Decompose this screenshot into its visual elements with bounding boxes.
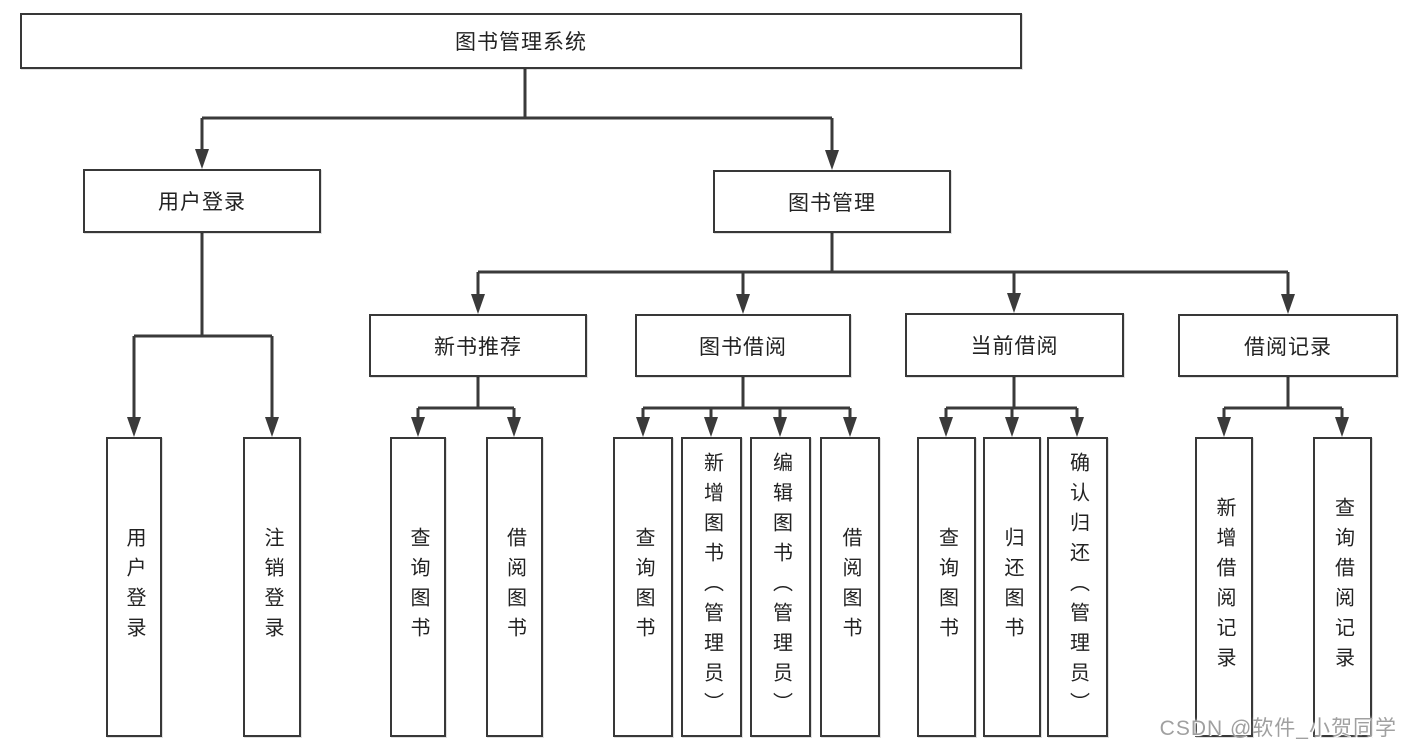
node-root: 图书管理系统 <box>20 13 1022 69</box>
node-book-borrow-label: 图书借阅 <box>699 335 787 359</box>
leaf-cb-return-books: 归还图书 <box>983 437 1041 737</box>
node-root-label: 图书管理系统 <box>455 31 587 54</box>
node-user-login-label: 用户登录 <box>158 191 246 214</box>
node-book-management: 图书管理 <box>713 170 951 233</box>
watermark: CSDN @软件_小贺同学 <box>1159 717 1397 740</box>
leaf-br-query-record-label: 查询借阅记录 <box>1331 497 1354 677</box>
node-book-borrow: 图书借阅 <box>635 314 851 377</box>
leaf-cb-confirm-return-admin: 确认归还（管理员） <box>1047 437 1108 737</box>
leaf-bb-borrow-books-label: 借阅图书 <box>839 527 861 647</box>
connector-borrow-records-split <box>1217 377 1349 437</box>
connector-current-borrow-split <box>939 377 1084 437</box>
leaf-newrec-query-books-label: 查询图书 <box>407 527 429 647</box>
leaf-user-login-label: 用户登录 <box>123 527 145 647</box>
leaf-logout: 注销登录 <box>243 437 301 737</box>
leaf-newrec-query-books: 查询图书 <box>390 437 446 737</box>
leaf-cb-confirm-return-admin-label: 确认归还（管理员） <box>1066 452 1089 722</box>
node-borrow-records-label: 借阅记录 <box>1244 335 1332 359</box>
node-user-login: 用户登录 <box>83 169 321 233</box>
leaf-bb-add-books-admin: 新增图书（管理员） <box>681 437 742 737</box>
leaf-br-query-record: 查询借阅记录 <box>1313 437 1372 737</box>
leaf-bb-add-books-admin-label: 新增图书（管理员） <box>700 452 723 722</box>
leaf-cb-query-books: 查询图书 <box>917 437 976 737</box>
node-current-borrow: 当前借阅 <box>905 313 1124 377</box>
connector-book-borrow-split <box>636 377 857 437</box>
leaf-cb-return-books-label: 归还图书 <box>1001 527 1023 647</box>
node-borrow-records: 借阅记录 <box>1178 314 1398 377</box>
connector-book-management-split <box>471 233 1295 314</box>
connector-root-split <box>195 69 839 170</box>
leaf-newrec-borrow-books: 借阅图书 <box>486 437 543 737</box>
node-book-management-label: 图书管理 <box>788 191 876 215</box>
leaf-br-add-record-label: 新增借阅记录 <box>1213 497 1235 677</box>
node-new-book-recommend: 新书推荐 <box>369 314 587 377</box>
node-current-borrow-label: 当前借阅 <box>970 335 1059 358</box>
leaf-bb-borrow-books: 借阅图书 <box>820 437 880 737</box>
leaf-br-add-record: 新增借阅记录 <box>1195 437 1253 737</box>
leaf-cb-query-books-label: 查询图书 <box>935 527 958 647</box>
leaf-newrec-borrow-books-label: 借阅图书 <box>503 527 526 647</box>
connector-new-book-recommend-split <box>411 377 521 437</box>
connector-user-login-split <box>127 233 279 437</box>
leaf-bb-query-books: 查询图书 <box>613 437 673 737</box>
leaf-logout-label: 注销登录 <box>261 527 283 647</box>
leaf-bb-edit-books-admin: 编辑图书（管理员） <box>750 437 811 737</box>
leaf-user-login: 用户登录 <box>106 437 162 737</box>
node-new-book-recommend-label: 新书推荐 <box>434 335 522 359</box>
leaf-bb-query-books-label: 查询图书 <box>632 527 654 647</box>
leaf-bb-edit-books-admin-label: 编辑图书（管理员） <box>769 452 792 722</box>
